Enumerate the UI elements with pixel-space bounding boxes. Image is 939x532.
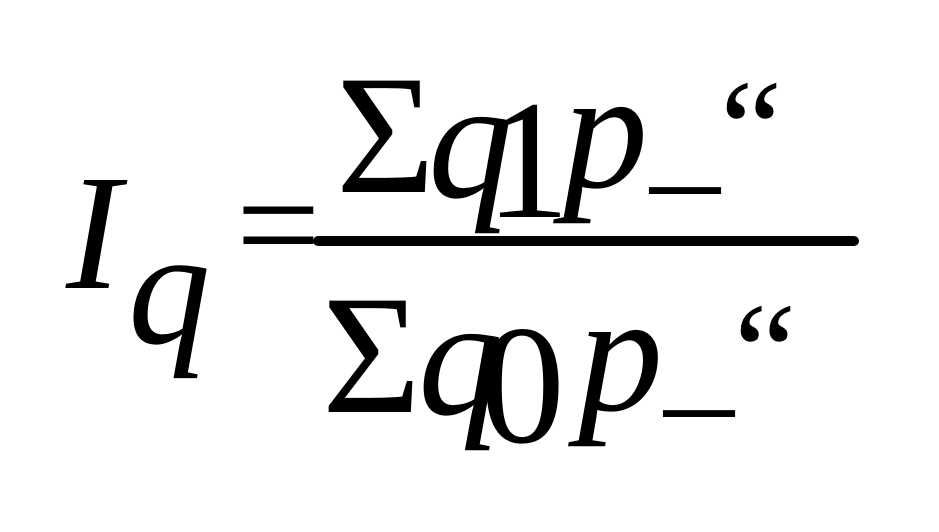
numerator-quantity: q bbox=[428, 46, 513, 234]
numerator-trailing: _“ bbox=[650, 52, 783, 207]
index-subscript: q bbox=[128, 196, 211, 379]
numerator-sum-sign: Σ bbox=[336, 41, 435, 229]
equals-sign: = bbox=[236, 142, 321, 308]
denominator-sum-sign: Σ bbox=[322, 261, 421, 449]
denominator-quantity: q bbox=[418, 263, 503, 451]
denominator-trailing: _“ bbox=[664, 275, 797, 430]
denominator-price: p bbox=[578, 259, 663, 447]
denominator-quantity-subscript: 0 bbox=[480, 291, 565, 479]
numerator-quantity-subscript: 1 bbox=[485, 66, 570, 254]
fraction-bar bbox=[313, 236, 859, 246]
index-symbol: I bbox=[66, 141, 121, 324]
numerator-price: p bbox=[563, 36, 648, 224]
